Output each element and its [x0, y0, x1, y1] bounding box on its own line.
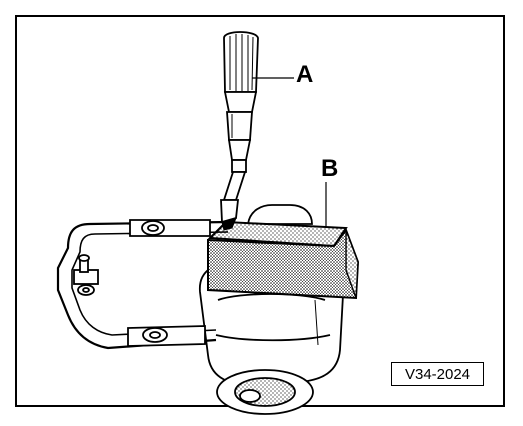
callout-label-a: A [296, 61, 314, 88]
callout-label-b: B [321, 155, 339, 182]
screwdriver-a [220, 31, 259, 231]
block-b [207, 220, 360, 300]
reference-code-box: V34-2024 [391, 362, 484, 386]
rubber-mount [246, 204, 313, 225]
reference-code: V34-2024 [404, 365, 471, 383]
bracket-tool [56, 219, 229, 350]
